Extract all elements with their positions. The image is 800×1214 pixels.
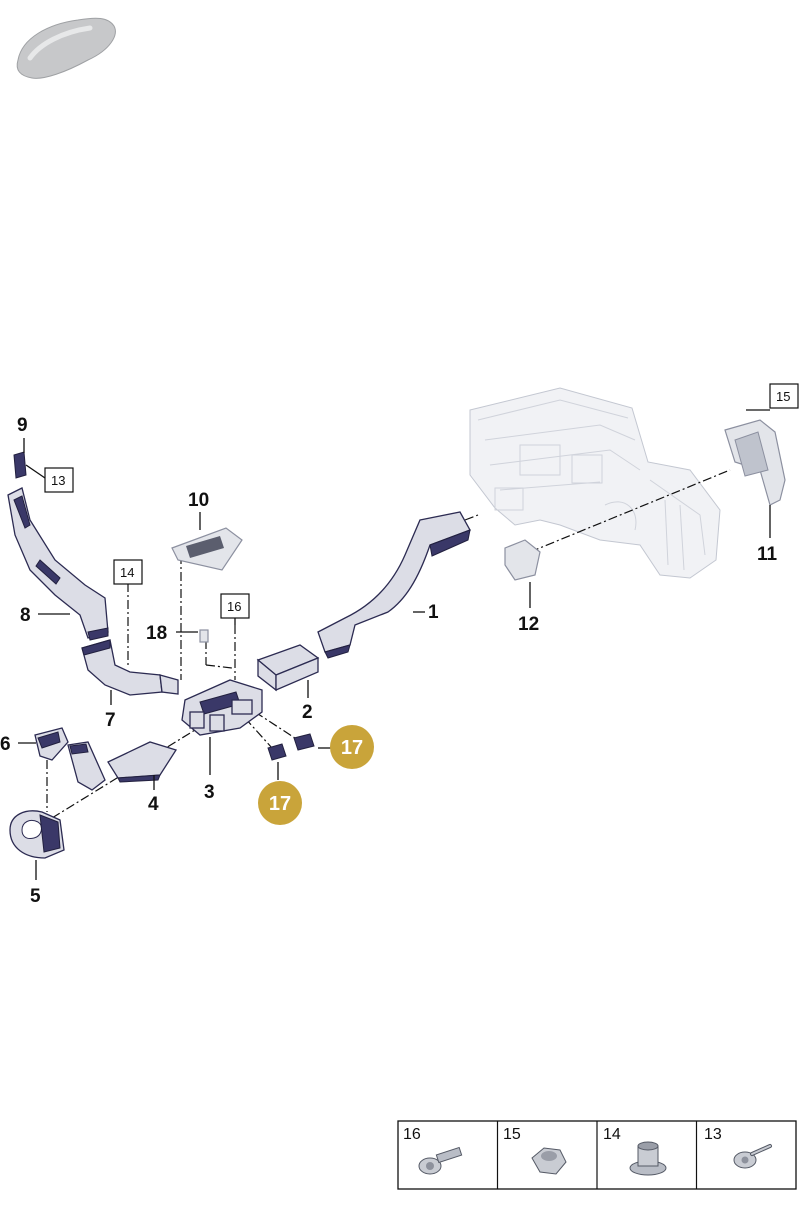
callout-5: 5 (30, 886, 41, 907)
callout-7: 7 (105, 710, 116, 731)
svg-text:16: 16 (227, 599, 241, 614)
part-8-duct (7, 487, 109, 641)
part-18-pin (199, 629, 209, 643)
assembly-lines (46, 469, 731, 819)
part-7-duct (81, 639, 179, 696)
svg-text:17: 17 (269, 793, 291, 815)
hardware-cell-15[interactable]: 15 (503, 1126, 567, 1175)
svg-text:14: 14 (120, 565, 134, 580)
boxed-ref-13: 13 (44, 467, 74, 493)
callout-1: 1 (428, 602, 439, 623)
part-10-grille (171, 527, 243, 571)
highlighted-callouts: 17 17 (258, 725, 374, 825)
callout-6: 6 (0, 734, 11, 755)
part-5-vent (9, 810, 65, 859)
svg-text:15: 15 (503, 1126, 521, 1143)
callout-10: 10 (188, 490, 209, 511)
boxed-ref-16: 16 (220, 593, 250, 619)
callout-12: 12 (518, 614, 539, 635)
svg-text:14: 14 (603, 1126, 621, 1143)
boxed-ref-14: 14 (113, 559, 143, 585)
vehicle-silhouette-icon (16, 17, 116, 79)
svg-text:13: 13 (704, 1126, 722, 1143)
callout-11: 11 (757, 544, 778, 565)
part-4-panel (107, 741, 178, 783)
part-2-filter (256, 644, 320, 692)
hardware-cell-16[interactable]: 16 (403, 1126, 463, 1175)
callout-4: 4 (148, 794, 159, 815)
boxed-references: 13 14 15 16 (44, 383, 799, 619)
part-6-ducts (34, 727, 106, 791)
callout-2: 2 (302, 702, 313, 723)
callout-18: 18 (146, 623, 167, 644)
part-11-housing (724, 419, 786, 506)
part-9-clip (13, 451, 27, 479)
hvac-unit-image (469, 387, 721, 579)
boxed-ref-15: 15 (769, 383, 799, 409)
part-12-actuator (504, 539, 541, 581)
hex-nut-icon (531, 1147, 567, 1175)
hardware-table: 16 15 14 13 (397, 1120, 797, 1190)
svg-text:15: 15 (776, 389, 790, 404)
callout-numbers: 1 2 3 4 5 6 7 8 9 10 11 12 18 (0, 415, 778, 907)
svg-text:16: 16 (403, 1126, 421, 1143)
part-1-air-duct (317, 511, 471, 659)
part-3-distributor (181, 679, 263, 736)
callout-9: 9 (17, 415, 28, 436)
part-17-connectors (267, 733, 315, 761)
hardware-cell-14[interactable]: 14 (603, 1126, 667, 1176)
callout-3: 3 (204, 782, 215, 803)
svg-text:13: 13 (51, 473, 65, 488)
flange-nut-icon (629, 1141, 667, 1176)
callout-8: 8 (20, 605, 31, 626)
screw-icon (733, 1144, 772, 1169)
highlight-17-right[interactable]: 17 (330, 725, 374, 769)
svg-text:17: 17 (341, 737, 363, 759)
leader-lines (18, 409, 771, 880)
hardware-cell-13[interactable]: 13 (704, 1126, 772, 1169)
screw-clip-icon (418, 1146, 463, 1175)
highlight-17-bottom[interactable]: 17 (258, 781, 302, 825)
